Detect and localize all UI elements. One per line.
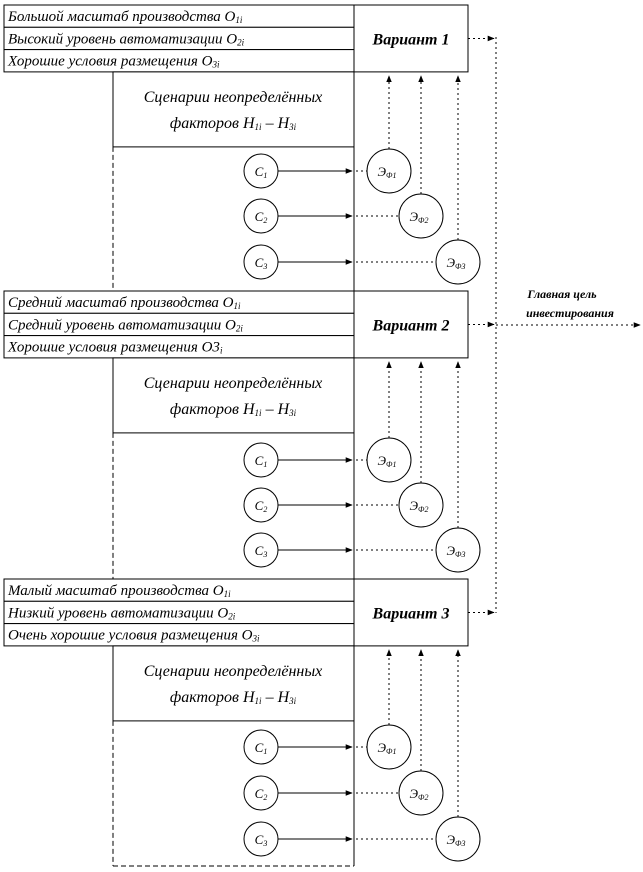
effect-node-label: ЭФ2 xyxy=(410,209,429,225)
variant-title: Вариант 1 xyxy=(372,31,450,48)
scenario-node-label: C1 xyxy=(255,164,268,180)
goal-label-line1: Главная цель xyxy=(526,287,597,301)
effect-node xyxy=(435,239,481,285)
effect-node-label: ЭФ1 xyxy=(378,164,397,180)
variant-title: Вариант 3 xyxy=(372,605,450,622)
effect-node-label: ЭФ1 xyxy=(378,740,397,756)
scenario-node-label: C3 xyxy=(255,543,268,559)
attribute-label: Хорошие условия размещения O3i xyxy=(7,340,223,356)
attribute-label: Большой масштаб производства O1i xyxy=(7,9,243,25)
scenario-label-line1: Сценарии неопределённых xyxy=(144,375,323,392)
effect-node xyxy=(398,193,444,239)
variant-title: Вариант 2 xyxy=(372,317,450,334)
effect-node-label: ЭФ2 xyxy=(410,786,429,802)
effect-node xyxy=(366,724,412,770)
scenario-node-label: C3 xyxy=(255,832,268,848)
attribute-label: Малый масштаб производства O1i xyxy=(7,583,231,599)
scenario-box xyxy=(112,357,355,434)
attribute-label: Высокий уровень автоматизации O2i xyxy=(8,31,245,47)
scenario-node-label: C2 xyxy=(255,786,268,802)
effect-node xyxy=(435,816,481,862)
attribute-label: Хорошие условия размещения O3i xyxy=(7,54,220,70)
scenario-label-line2: факторов H1i – H3i xyxy=(170,401,297,418)
scenario-label-line2: факторов H1i – H3i xyxy=(170,689,297,706)
effect-node xyxy=(398,770,444,816)
scenario-box xyxy=(112,71,355,148)
attribute-label: Низкий уровень автоматизации O2i xyxy=(7,605,236,621)
effect-node xyxy=(398,482,444,528)
attribute-label: Средний уровень автоматизации O2i xyxy=(8,317,243,333)
scenario-label-line1: Сценарии неопределённых xyxy=(144,663,323,680)
effect-node xyxy=(435,527,481,573)
attribute-label: Средний масштаб производства O1i xyxy=(8,295,241,311)
scenario-label-line1: Сценарии неопределённых xyxy=(144,89,323,106)
scenario-node-label: C2 xyxy=(255,209,268,225)
scenario-label-line2: факторов H1i – H3i xyxy=(170,115,297,132)
scenario-node-label: C1 xyxy=(255,740,268,756)
scenario-node-label: C1 xyxy=(255,453,268,469)
effect-node-label: ЭФ2 xyxy=(410,498,429,514)
scenario-node-label: C2 xyxy=(255,498,268,514)
effect-node-label: ЭФ3 xyxy=(447,255,466,271)
effect-node-label: ЭФ3 xyxy=(447,543,466,559)
goal-label-line2: инвестирования xyxy=(526,306,614,320)
variant-box xyxy=(353,290,469,359)
scenario-box xyxy=(112,645,355,722)
attribute-label: Очень хорошие условия размещения O3i xyxy=(8,628,260,644)
scenario-node-label: C3 xyxy=(255,255,268,271)
effect-node xyxy=(366,148,412,194)
effect-node xyxy=(366,437,412,483)
effect-node-label: ЭФ3 xyxy=(447,832,466,848)
effect-node-label: ЭФ1 xyxy=(378,453,397,469)
